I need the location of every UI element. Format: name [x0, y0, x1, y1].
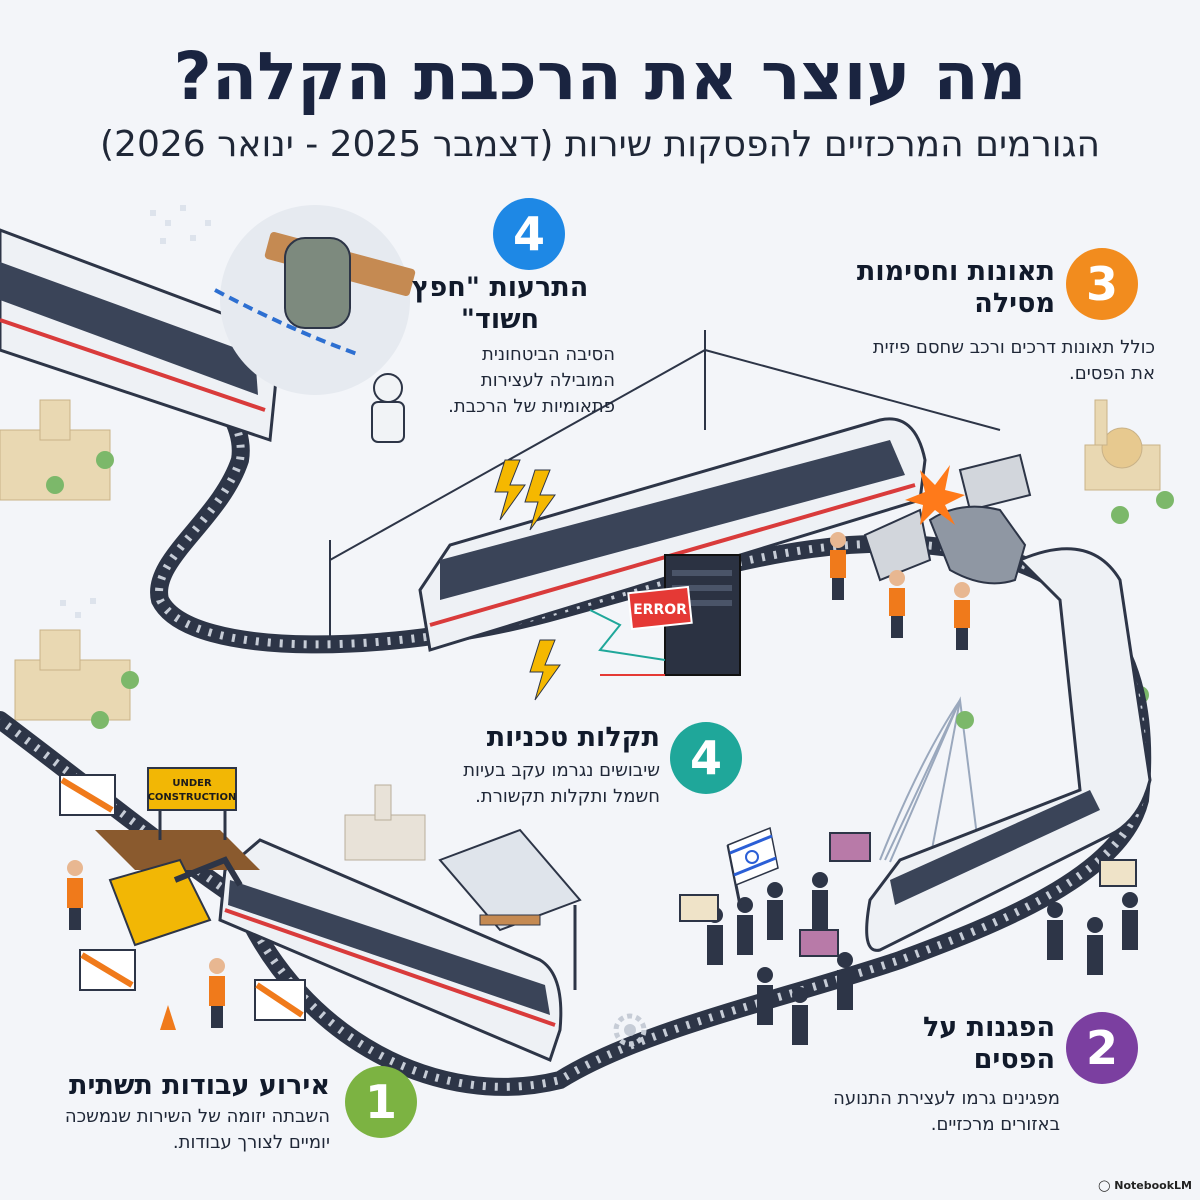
background-dots — [60, 205, 211, 618]
heading-suspicious-object: התרעות "חפץ חשוד" — [411, 272, 589, 336]
badge-suspicious-object: 4 — [493, 198, 565, 270]
brand-icon: ◯ — [1098, 1179, 1111, 1192]
tram-right — [865, 547, 1152, 952]
heading-technical-faults: תקלות טכניות — [486, 722, 660, 753]
badge-infrastructure: 1 — [345, 1066, 417, 1138]
trees — [46, 451, 1174, 729]
accident-scene — [863, 453, 1032, 585]
heading-accidents: תאונות וחסימות מסילה — [856, 256, 1055, 320]
desc-protests: מפגינים גרמו לעצירת התנועה באזורים מרכזי… — [833, 1088, 1060, 1136]
error-sign-text: ERROR — [633, 602, 687, 618]
brand-label: NotebookLM — [1114, 1179, 1192, 1192]
domed-building — [1084, 399, 1161, 491]
desc-technical-faults: שיבושים נגרמו עקב בעיות חשמל ותקלות תקשו… — [463, 760, 660, 808]
old-city-walls — [0, 399, 131, 721]
chords-bridge — [879, 696, 981, 863]
desc-infrastructure: השבתה יזומה של השירות שנמשכה יומיים לצור… — [64, 1106, 330, 1154]
construction-site: UNDER CONSTRUCTION — [59, 767, 306, 1030]
gear-icon — [613, 1013, 647, 1047]
suspicious-object-scene — [214, 205, 416, 443]
page-title: מה עוצר את הרכבת הקלה? — [173, 38, 1027, 115]
heading-protests: הפגנות על הפסים — [922, 1012, 1055, 1076]
desc-accidents: כולל תאונות דרכים ורכב שחסם פיזית את הפס… — [872, 337, 1155, 385]
tram-stop-shelter — [438, 828, 582, 990]
badge-technical-faults: 4 — [670, 722, 742, 794]
workers — [67, 532, 970, 1028]
protesters — [679, 826, 1138, 1045]
israel-flag — [726, 826, 779, 906]
badge-protests: 2 — [1066, 1012, 1138, 1084]
electrical-sparks — [494, 459, 561, 701]
under-construction-text-1: UNDER — [172, 778, 212, 789]
badge-accidents: 3 — [1066, 248, 1138, 320]
tram-bottom — [218, 838, 563, 1063]
notebooklm-brand: ◯ NotebookLM — [1098, 1179, 1192, 1192]
heading-infrastructure: אירוע עבודות תשתית — [69, 1070, 330, 1101]
small-church — [344, 784, 426, 861]
desc-suspicious-object: הסיבה הביטחונית המובילה לעצירות פתאומיות… — [448, 344, 615, 418]
overhead-wires — [329, 330, 1001, 640]
page-subtitle: הגורמים המרכזיים להפסקות שירות (דצמבר 20… — [100, 124, 1100, 165]
under-construction-text-2: CONSTRUCTION — [148, 792, 237, 803]
server-rack: ERROR — [589, 554, 741, 676]
